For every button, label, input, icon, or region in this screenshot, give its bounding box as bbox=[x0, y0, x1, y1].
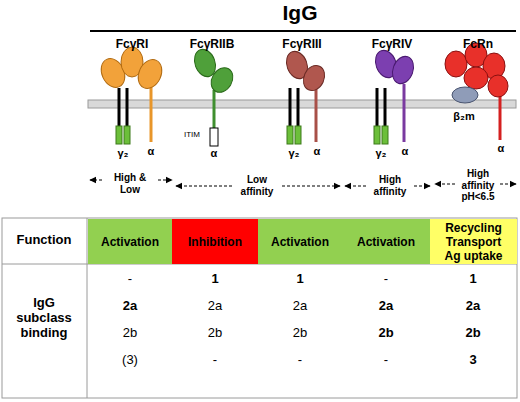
chain-label: α bbox=[206, 147, 222, 160]
affinity-label: High affinity pH<6.5 bbox=[456, 168, 500, 203]
alpha-chain bbox=[403, 84, 406, 142]
fcgriii-receptor bbox=[283, 48, 329, 144]
table-frame bbox=[2, 218, 517, 398]
chain-label: α bbox=[309, 145, 325, 158]
gamma-chain bbox=[384, 88, 387, 126]
affinity-label: Low affinity bbox=[232, 174, 282, 197]
subclass-cell: 2a bbox=[366, 299, 406, 314]
subclass-cell: - bbox=[110, 272, 150, 287]
function-cell: Activation bbox=[258, 219, 342, 264]
function-cell: Activation bbox=[88, 219, 172, 264]
function-text: Activation bbox=[357, 235, 415, 249]
gamma-chain bbox=[376, 88, 379, 126]
subclass-cell: 2a bbox=[110, 299, 150, 314]
function-text: Activation bbox=[101, 235, 159, 249]
affinity-label: High & Low bbox=[104, 172, 156, 195]
function-cell: Recycling Transport Ag uptake bbox=[430, 219, 517, 264]
alpha-domain bbox=[488, 75, 508, 97]
subclass-cell: - bbox=[280, 353, 320, 368]
receptor-name: FcγRI bbox=[97, 38, 167, 52]
range-arrow bbox=[282, 185, 340, 186]
ig-domain bbox=[207, 64, 237, 97]
alpha-chain bbox=[150, 84, 153, 142]
chain-label: α bbox=[397, 145, 413, 158]
alpha-chain bbox=[213, 90, 216, 128]
beta2m-domain bbox=[452, 87, 478, 103]
subclass-cell: 3 bbox=[453, 353, 493, 368]
ig-domain bbox=[299, 62, 328, 94]
function-text: Recycling Transport Ag uptake bbox=[438, 221, 510, 263]
alpha-chain bbox=[315, 88, 318, 142]
function-text: Inhibition bbox=[188, 235, 242, 249]
itam-motif bbox=[382, 126, 388, 144]
motif-label: ITIM bbox=[177, 130, 207, 139]
affinity-arrows bbox=[90, 180, 516, 186]
subclass-cell: 2a bbox=[453, 299, 493, 314]
alpha-domain bbox=[464, 67, 488, 89]
chain-label: γ₂ bbox=[113, 147, 133, 160]
ig-domain bbox=[389, 53, 417, 86]
subclass-cell: 2a bbox=[280, 299, 320, 314]
range-arrow bbox=[345, 185, 366, 186]
gamma-chain bbox=[297, 88, 300, 126]
itam-motif bbox=[124, 126, 130, 144]
row-header: Function bbox=[4, 233, 84, 248]
itam-motif bbox=[287, 126, 293, 144]
range-arrow bbox=[158, 179, 172, 180]
affinity-label: High affinity bbox=[367, 174, 413, 197]
function-cell: Inhibition bbox=[172, 219, 258, 264]
chain-label: γ₂ bbox=[371, 147, 391, 160]
subclass-cell: (3) bbox=[110, 353, 150, 368]
receptor-name: FcγRIV bbox=[357, 38, 427, 52]
subclass-cell: 2b bbox=[110, 326, 150, 341]
itam-motif bbox=[116, 126, 122, 144]
itam-motif bbox=[295, 126, 301, 144]
subclass-cell: - bbox=[366, 353, 406, 368]
subclass-cell: 2b bbox=[280, 326, 320, 341]
alpha-chain bbox=[499, 90, 502, 140]
subclass-cell: 2b bbox=[453, 326, 493, 341]
itam-motif bbox=[374, 126, 380, 144]
row-header: IgG subclass binding bbox=[4, 296, 84, 341]
subclass-cell: 2b bbox=[366, 326, 406, 341]
alpha-domain bbox=[445, 51, 467, 77]
gamma-chain bbox=[289, 88, 292, 126]
range-arrow bbox=[435, 183, 455, 184]
receptor-name: FcRn bbox=[448, 38, 508, 52]
function-cell: Activation bbox=[342, 219, 430, 264]
range-arrow bbox=[414, 185, 430, 186]
fcgriv-receptor bbox=[372, 47, 417, 144]
range-arrow bbox=[176, 185, 232, 186]
itim-motif bbox=[210, 128, 218, 146]
gamma-chain bbox=[118, 88, 121, 126]
range-arrow bbox=[500, 183, 516, 184]
receptor-name: FcγRIIB bbox=[177, 38, 247, 52]
fcrn-receptor bbox=[445, 43, 508, 140]
subclass-cell: 1 bbox=[280, 272, 320, 287]
subclass-cell: 1 bbox=[453, 272, 493, 287]
function-text: Activation bbox=[271, 235, 329, 249]
chain-label: β₂m bbox=[447, 110, 481, 123]
table-grid bbox=[2, 218, 517, 398]
subclass-cell: 2b bbox=[195, 326, 235, 341]
subclass-cell: - bbox=[366, 272, 406, 287]
chain-label: γ₂ bbox=[284, 147, 304, 160]
subclass-cell: 2a bbox=[195, 299, 235, 314]
subclass-cell: 1 bbox=[195, 272, 235, 287]
range-arrow bbox=[90, 179, 102, 180]
receptor-name: FcγRIII bbox=[267, 38, 337, 52]
diagram-title: IgG bbox=[250, 1, 350, 25]
chain-label: α bbox=[493, 142, 509, 155]
subclass-cell: - bbox=[195, 353, 235, 368]
title-rule bbox=[90, 30, 516, 32]
chain-label: α bbox=[143, 145, 159, 158]
fcgri-receptor bbox=[97, 47, 167, 144]
ig-domain bbox=[134, 56, 167, 92]
gamma-chain bbox=[126, 88, 129, 126]
